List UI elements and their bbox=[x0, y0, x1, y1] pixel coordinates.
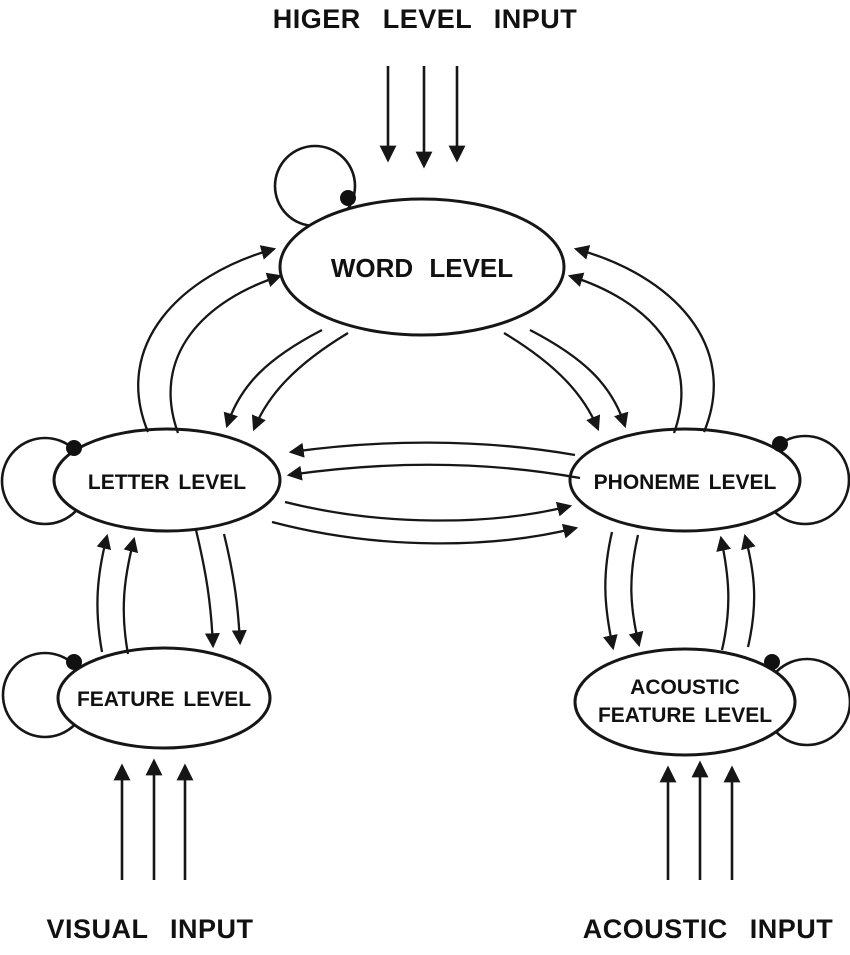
phoneme-to-acoustic-arrow bbox=[603, 531, 618, 651]
acoustic-to-phoneme-arrow bbox=[741, 533, 756, 648]
letter-level-label: LETTER LEVEL bbox=[88, 471, 246, 494]
word-to-letter-arrow bbox=[251, 332, 349, 432]
letter-to-phoneme-arrow bbox=[271, 520, 579, 545]
phoneme-to-acoustic-arrow bbox=[628, 534, 644, 648]
acoustic-feature-level-label-line2: FEATURE LEVEL bbox=[598, 704, 772, 727]
acoustic-loop-dot-icon bbox=[764, 654, 780, 670]
letter-loop-dot-icon bbox=[66, 440, 82, 456]
phoneme-loop-dot-icon bbox=[772, 436, 788, 452]
word-loop-dot-icon bbox=[340, 190, 356, 206]
letter-to-word-arrow bbox=[137, 245, 277, 433]
phoneme-level-label: PHONEME LEVEL bbox=[594, 471, 777, 494]
phoneme-to-word-arrow bbox=[573, 245, 715, 433]
word-level-label: WORD LEVEL bbox=[331, 253, 513, 283]
phoneme-to-letter-arrow bbox=[288, 441, 576, 458]
acoustic-feature-level-label-line1: ACOUSTIC bbox=[630, 676, 740, 699]
letter-to-phoneme-arrow bbox=[284, 500, 573, 522]
phoneme-level-node bbox=[568, 427, 802, 533]
phoneme-to-word-arrow bbox=[567, 272, 683, 434]
feature-level-node bbox=[56, 646, 272, 750]
word-to-letter-arrow bbox=[223, 328, 323, 429]
letter-to-feature-arrow bbox=[194, 529, 220, 649]
acoustic-to-phoneme-arrow bbox=[716, 535, 731, 651]
feature-loop-dot-icon bbox=[66, 654, 82, 670]
letter-level-node bbox=[52, 427, 282, 533]
feature-to-letter-arrow bbox=[96, 533, 112, 653]
letter-to-word-arrow bbox=[169, 272, 283, 434]
phoneme-to-letter-arrow bbox=[286, 463, 581, 481]
feature-level-label: FEATURE LEVEL bbox=[77, 688, 251, 711]
letter-to-feature-arrow bbox=[222, 533, 247, 646]
word-to-phoneme-arrow bbox=[529, 328, 629, 429]
acoustic-feature-level-node bbox=[573, 647, 797, 757]
higher-level-input-label: HIGER LEVEL INPUT bbox=[273, 4, 578, 34]
feature-to-letter-arrow bbox=[122, 536, 139, 655]
acoustic-input-label: ACOUSTIC INPUT bbox=[583, 914, 834, 944]
word-level-node bbox=[278, 197, 566, 337]
visual-input-label: VISUAL INPUT bbox=[46, 914, 253, 944]
word-to-phoneme-arrow bbox=[503, 332, 601, 432]
